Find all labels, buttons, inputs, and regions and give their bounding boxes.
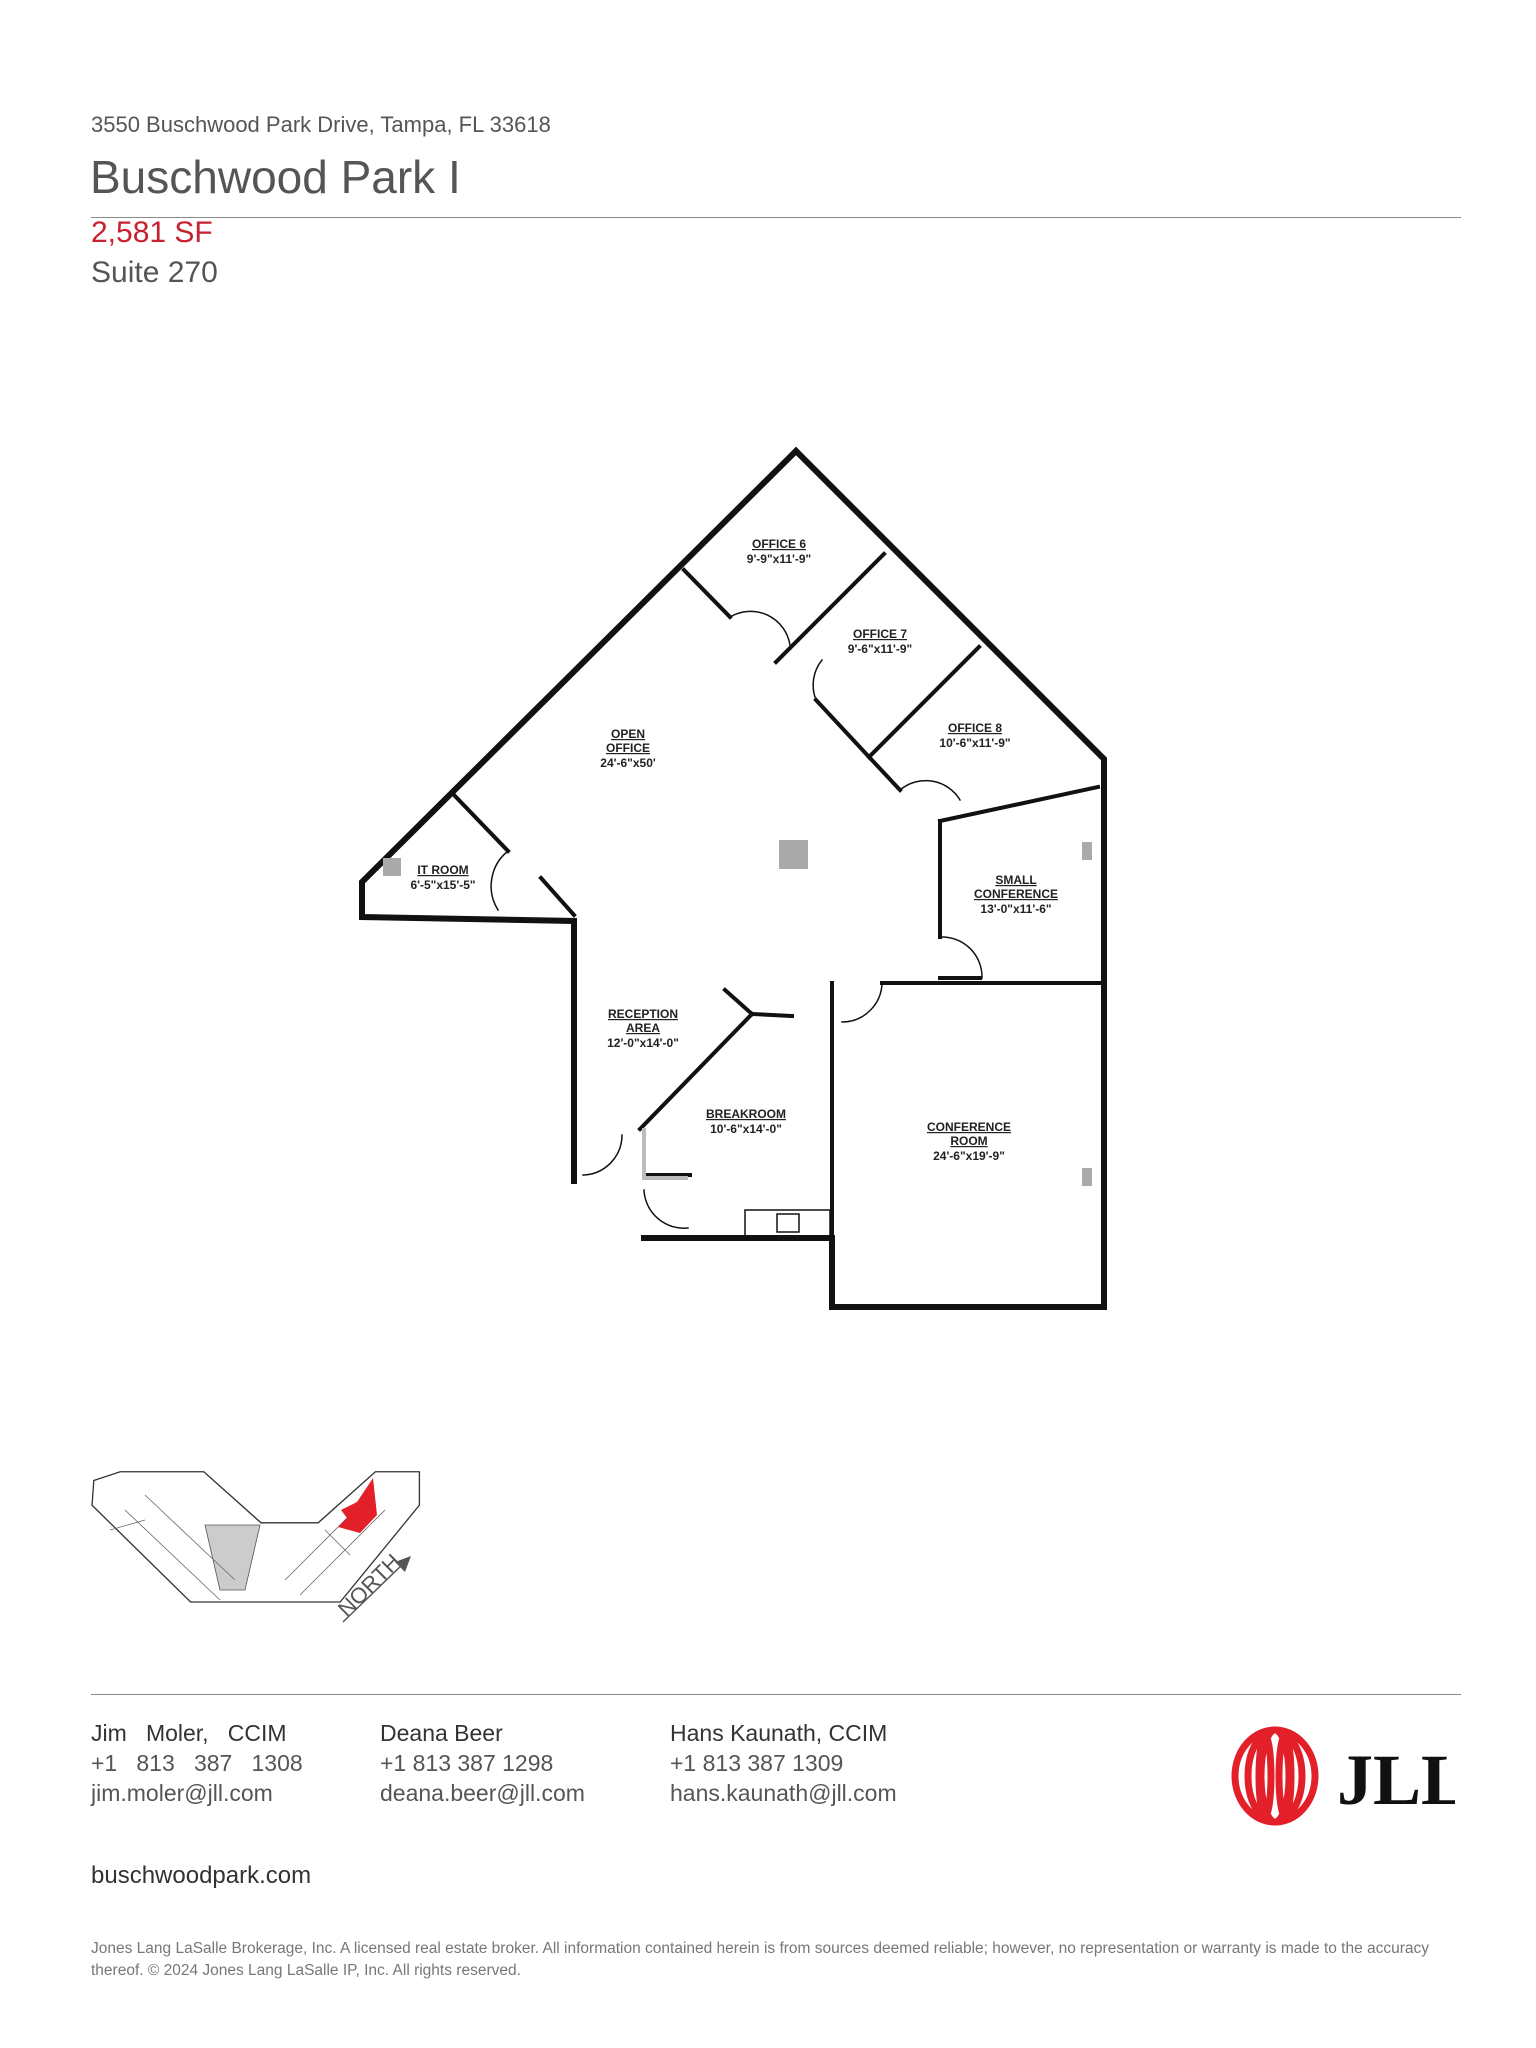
legal-disclaimer: Jones Lang LaSalle Brokerage, Inc. A lic…: [91, 1940, 1430, 1979]
contact-name: Hans Kaunath, CCIM: [670, 1720, 888, 1746]
svg-text:RECEPTION: RECEPTION: [608, 1007, 678, 1021]
exterior-wall: [359, 446, 801, 1184]
svg-text:9'-6"x11'-9": 9'-6"x11'-9": [848, 642, 912, 656]
svg-text:24'-6"x19'-9": 24'-6"x19'-9": [933, 1149, 1005, 1163]
svg-text:OFFICE: OFFICE: [606, 741, 650, 755]
header-divider: [91, 217, 1461, 218]
website-link[interactable]: buschwoodpark.com: [91, 1862, 312, 1889]
page-title: Buschwood Park I: [90, 151, 461, 203]
svg-text:OFFICE 6: OFFICE 6: [752, 537, 806, 551]
svg-text:10'-6"x14'-0": 10'-6"x14'-0": [710, 1122, 782, 1136]
suite-number: Suite 270: [91, 256, 218, 289]
svg-text:OPEN: OPEN: [611, 727, 645, 741]
interior-walls: [452, 551, 1106, 1240]
logo-text: JLL: [1337, 1740, 1455, 1820]
svg-text:6'-5"x15'-5": 6'-5"x15'-5": [410, 878, 475, 892]
key-plan: NORTH: [91, 1471, 421, 1623]
footer-divider: [91, 1694, 1461, 1695]
contact-phone[interactable]: +1 813 387 1308: [91, 1750, 303, 1776]
contact-email[interactable]: hans.kaunath@jll.com: [670, 1780, 897, 1806]
contact-email[interactable]: deana.beer@jll.com: [380, 1780, 585, 1806]
svg-text:13'-0"x11'-6": 13'-0"x11'-6": [980, 902, 1051, 916]
suite-highlight: [338, 1478, 377, 1533]
svg-text:IT ROOM: IT ROOM: [417, 863, 468, 877]
contact-phone[interactable]: +1 813 387 1298: [380, 1750, 554, 1776]
svg-text:OFFICE 8: OFFICE 8: [948, 721, 1002, 735]
contact-name: Jim Moler, CCIM: [91, 1720, 287, 1746]
svg-text:SMALL: SMALL: [995, 873, 1036, 887]
svg-text:12'-0"x14'-0": 12'-0"x14'-0": [607, 1036, 679, 1050]
property-address: 3550 Buschwood Park Drive, Tampa, FL 336…: [91, 112, 551, 137]
columns: [383, 840, 1092, 1186]
square-feet: 2,581 SF: [91, 216, 213, 249]
svg-text:CONFERENCE: CONFERENCE: [927, 1120, 1011, 1134]
svg-text:BREAKROOM: BREAKROOM: [706, 1107, 786, 1121]
contact-card: Jim Moler, CCIM +1 813 387 1308 jim.mole…: [91, 1718, 303, 1808]
north-arrow-icon: [342, 1561, 406, 1623]
jll-logo: JLL: [1231, 1726, 1455, 1826]
contact-card: Hans Kaunath, CCIM +1 813 387 1309 hans.…: [670, 1718, 897, 1808]
contact-card: Deana Beer +1 813 387 1298 deana.beer@jl…: [380, 1718, 585, 1808]
contact-email[interactable]: jim.moler@jll.com: [91, 1780, 273, 1806]
svg-text:ROOM: ROOM: [950, 1134, 987, 1148]
svg-text:10'-6"x11'-9": 10'-6"x11'-9": [939, 736, 1010, 750]
door-swings: [490, 610, 983, 1239]
svg-text:OFFICE 7: OFFICE 7: [853, 627, 907, 641]
contact-phone[interactable]: +1 813 387 1309: [670, 1750, 844, 1776]
room-labels: OFFICE 6 9'-9"x11'-9" OFFICE 7 9'-6"x11'…: [410, 537, 1058, 1163]
contact-name: Deana Beer: [380, 1720, 503, 1746]
svg-text:CONFERENCE: CONFERENCE: [974, 887, 1058, 901]
svg-text:AREA: AREA: [626, 1021, 660, 1035]
svg-text:24'-6"x50': 24'-6"x50': [600, 756, 656, 770]
svg-text:9'-9"x11'-9": 9'-9"x11'-9": [747, 552, 811, 566]
floor-plan: OFFICE 6 9'-9"x11'-9" OFFICE 7 9'-6"x11'…: [359, 446, 1107, 1310]
